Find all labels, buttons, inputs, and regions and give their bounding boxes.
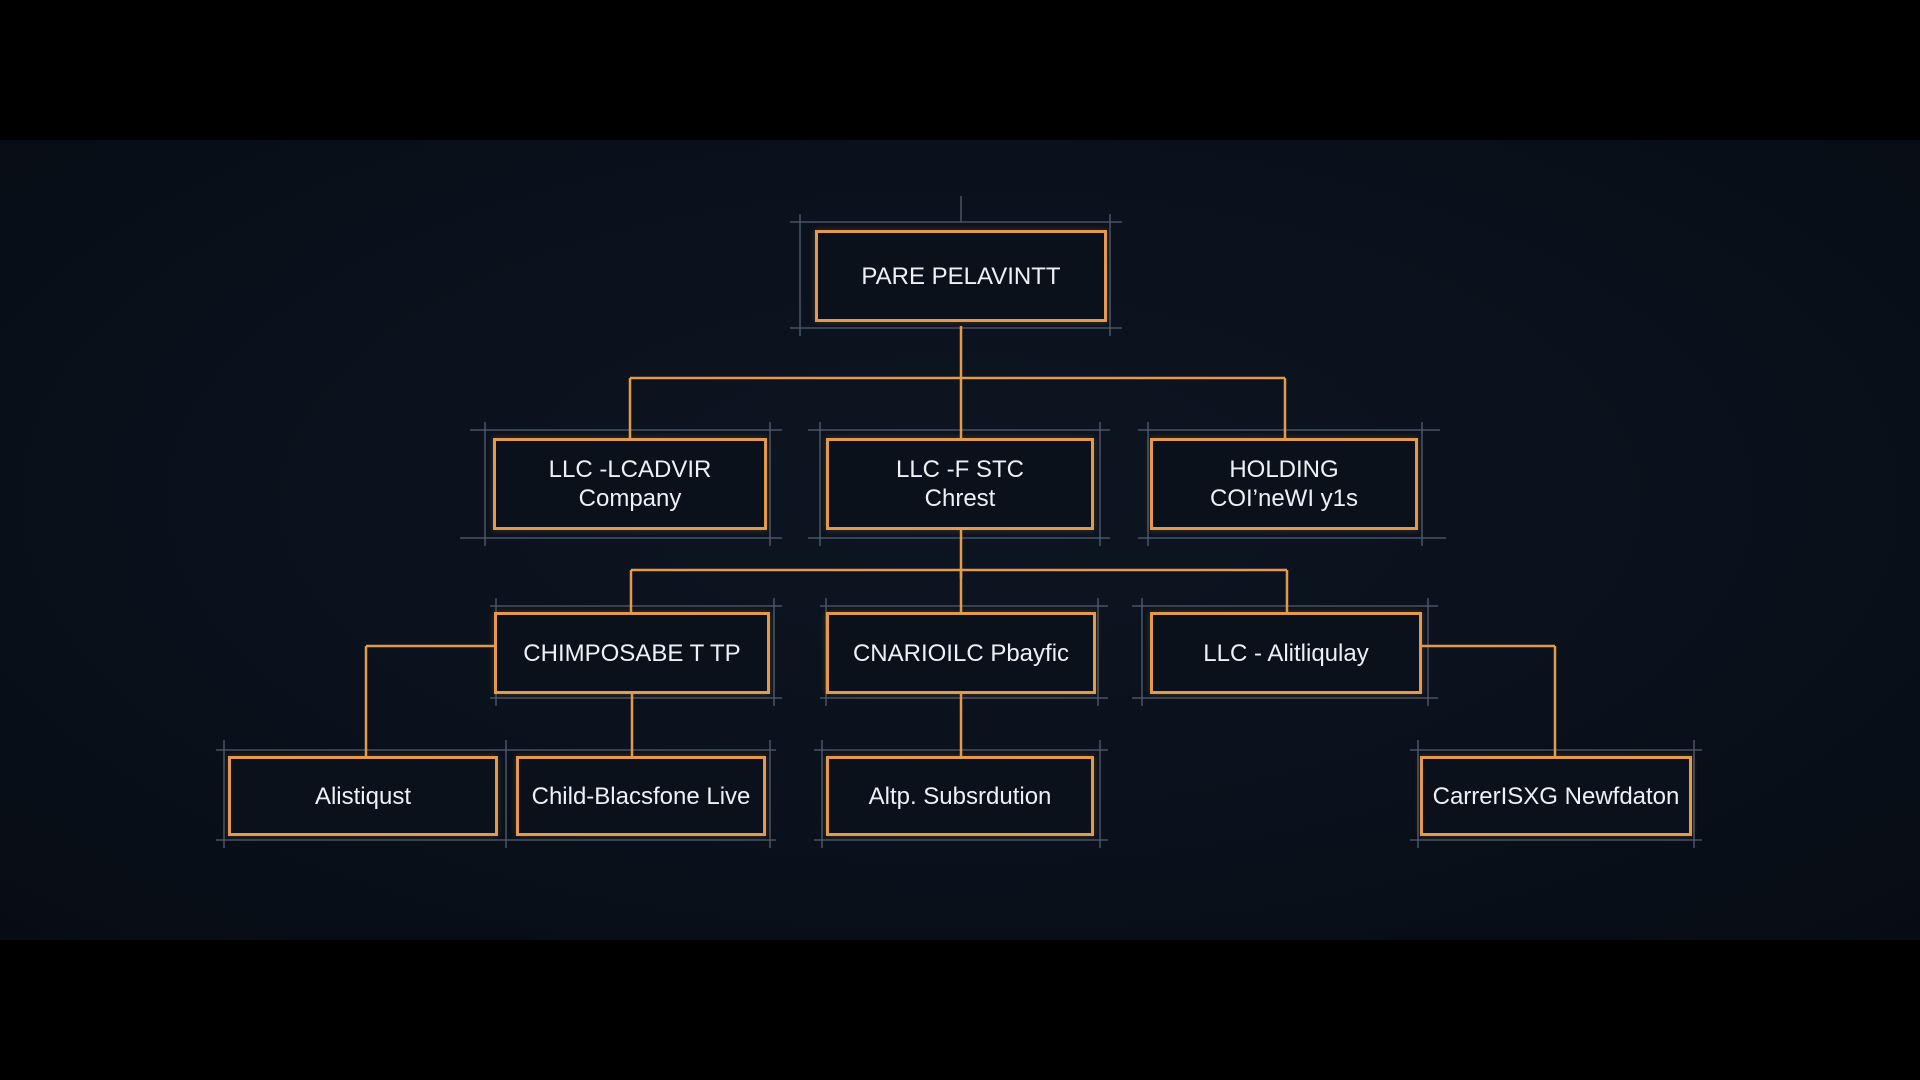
- level3-node-2: Child-Blacsfone Live: [516, 756, 766, 836]
- level3-node-1: Alistiqust: [228, 756, 498, 836]
- root-node-label: PARE PELAVINTT: [861, 262, 1061, 290]
- level3-node-4-label: CarrerISXG Newfdaton: [1432, 782, 1680, 810]
- letterbox-bottom: [0, 940, 1920, 1080]
- level1-right-line2: COI’neWI y1s: [1209, 485, 1359, 512]
- level1-center-line1: LLC -F STC: [895, 456, 1024, 483]
- level2-center-label: CNARIOILC Pbayfic: [852, 639, 1070, 667]
- level1-node-right: HOLDING COI’neWI y1s: [1150, 438, 1418, 530]
- level1-left-line1: LLC -LCADVIR: [548, 456, 712, 483]
- level2-left-label: CHIMPOSABE T TP: [523, 639, 741, 667]
- root-node-box: PARE PELAVINTT: [815, 230, 1107, 322]
- level3-node-1-label: Alistiqust: [314, 782, 412, 810]
- level1-node-center: LLC -F STC Chrest: [826, 438, 1094, 530]
- level2-node-center: CNARIOILC Pbayfic: [826, 612, 1096, 694]
- level3-node-4: CarrerISXG Newfdaton: [1420, 756, 1692, 836]
- connectors: [364, 326, 1557, 756]
- level1-right-line1: HOLDING: [1229, 456, 1339, 483]
- level3-node-3: Altp. Subsrdution: [826, 756, 1094, 836]
- level2-node-right: LLC - Alitliqulay: [1150, 612, 1422, 694]
- letterbox-top: [0, 0, 1920, 140]
- level1-node-left: LLC -LCADVIR Company: [493, 438, 767, 530]
- level1-left-line2: Company: [578, 485, 682, 512]
- level3-node-2-label: Child-Blacsfone Live: [531, 782, 751, 810]
- level1-center-line2: Chrest: [924, 485, 996, 512]
- level2-node-left: CHIMPOSABE T TP: [494, 612, 770, 694]
- org-chart-canvas: PARE PELAVINTT LLC -LCADVIR Company LLC …: [0, 140, 1920, 940]
- level2-right-label: LLC - Alitliqulay: [1203, 639, 1369, 667]
- diagram-lines: [216, 196, 1702, 848]
- construction-guides: [216, 196, 1702, 848]
- level3-node-3-label: Altp. Subsrdution: [868, 782, 1052, 810]
